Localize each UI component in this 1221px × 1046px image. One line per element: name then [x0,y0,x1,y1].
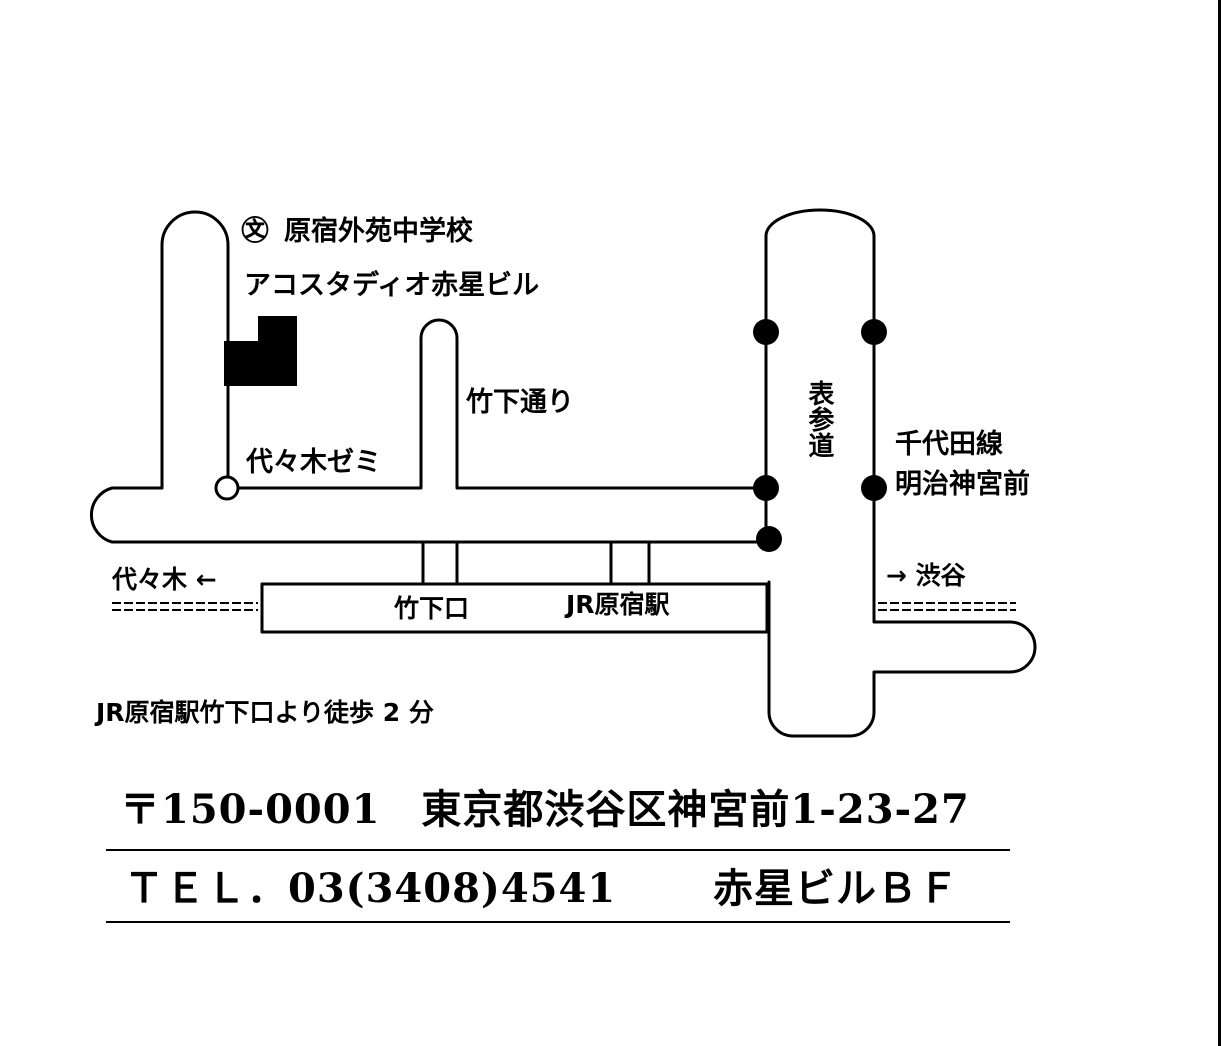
school-symbol-icon: ㉆ [241,214,270,247]
takeshita-passage [421,540,459,584]
yoyogi-seminar-marker [214,475,240,501]
scan-edge [1218,0,1221,1046]
to-shibuya-label: → 渋谷 [886,561,966,590]
telephone: ＴＥＬ．03(3408)4541 [124,865,617,912]
subway-exit-5 [756,526,782,552]
to-yoyogi-label: 代々木 ← [112,565,217,594]
subway-line-label: 千代田線 [895,429,1003,460]
building-block [224,316,297,386]
subway-exit-4 [861,475,887,501]
subway-exit-3 [753,475,779,501]
main-road [89,210,767,544]
subway-exit-1 [753,319,779,345]
subway-station-label: 明治神宮前 [895,469,1030,500]
subway-exit-2 [861,319,887,345]
station-platform [260,582,769,634]
omotesando-label: 表参道 [803,380,834,458]
takeshita-street-label: 竹下通り [466,387,574,418]
jr-harajuku-label: JR原宿駅 [566,590,670,619]
yoyogi-seminar-label: 代々木ゼミ [246,447,381,478]
walk-note: JR原宿駅竹下口より徒歩 2 分 [96,698,434,727]
omotesando-road [764,208,1037,738]
divider-top [106,849,1010,851]
takeshita-exit-label: 竹下口 [394,594,470,623]
building-floor: 赤星ビルＢＦ [713,865,959,912]
postal-address: 〒150-0001 東京都渋谷区神宮前1-23-27 [120,786,970,833]
divider-bottom [106,921,1010,923]
jr-passage [609,540,651,584]
school-label: 原宿外苑中学校 [284,216,473,247]
building-label: アコスタディオ赤星ビル [244,270,540,301]
